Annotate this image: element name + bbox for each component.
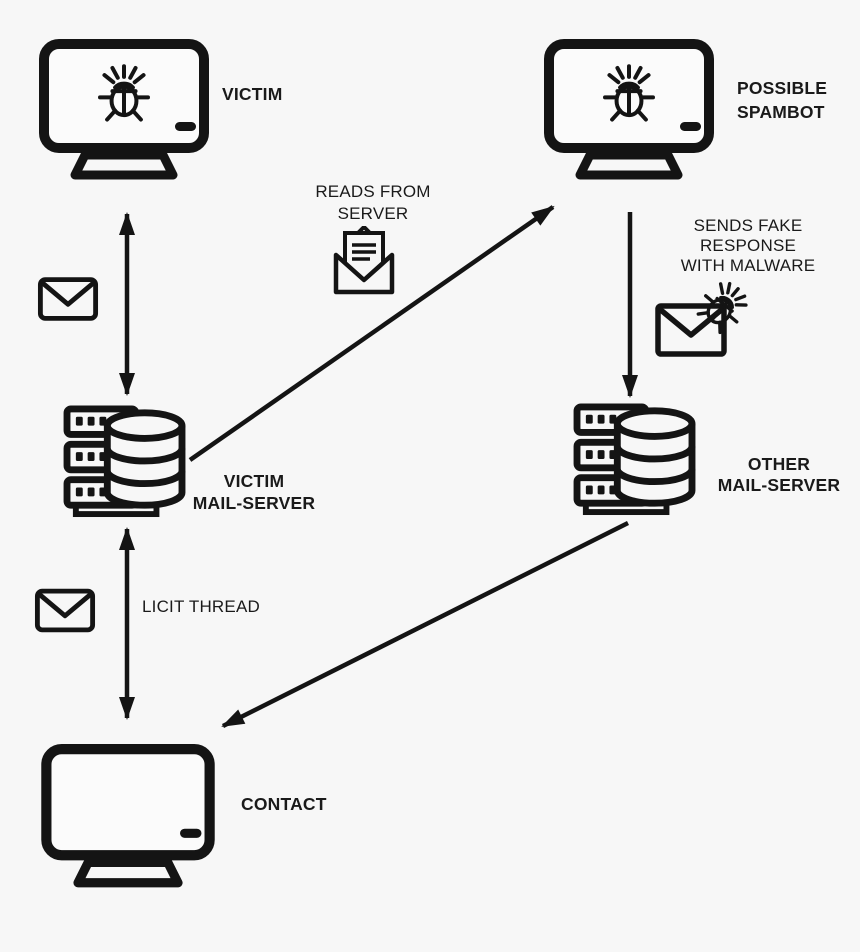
victim-mail-server-icon (62, 404, 188, 518)
other-mail-server-icon (572, 402, 698, 516)
other-mail-server-label: OTHER MAIL-SERVER (717, 454, 841, 495)
contact-label: CONTACT (241, 794, 327, 814)
sends-fake-response-label: SENDS FAKE RESPONSE WITH MALWARE (680, 216, 816, 275)
victim-mail-server-label: VICTIM MAIL-SERVER (192, 471, 316, 513)
arrow-other-mailserver-contact (221, 520, 630, 729)
licit-thread-label: LICIT THREAD (142, 597, 260, 616)
victim-monitor-bug-icon (38, 38, 210, 186)
arrow-reads-from-server (188, 205, 555, 462)
open-envelope-icon (333, 226, 395, 296)
possible-spambot-label: POSSIBLE SPAMBOT (737, 78, 828, 122)
spambot-monitor-bug-icon (543, 38, 715, 186)
victim-label: VICTIM (222, 84, 283, 104)
envelope-icon (37, 276, 99, 322)
envelope-malware-icon (654, 280, 758, 360)
envelope-icon (34, 587, 96, 634)
contact-monitor-icon (40, 743, 216, 894)
reads-from-server-label: READS FROM SERVER (315, 182, 431, 223)
